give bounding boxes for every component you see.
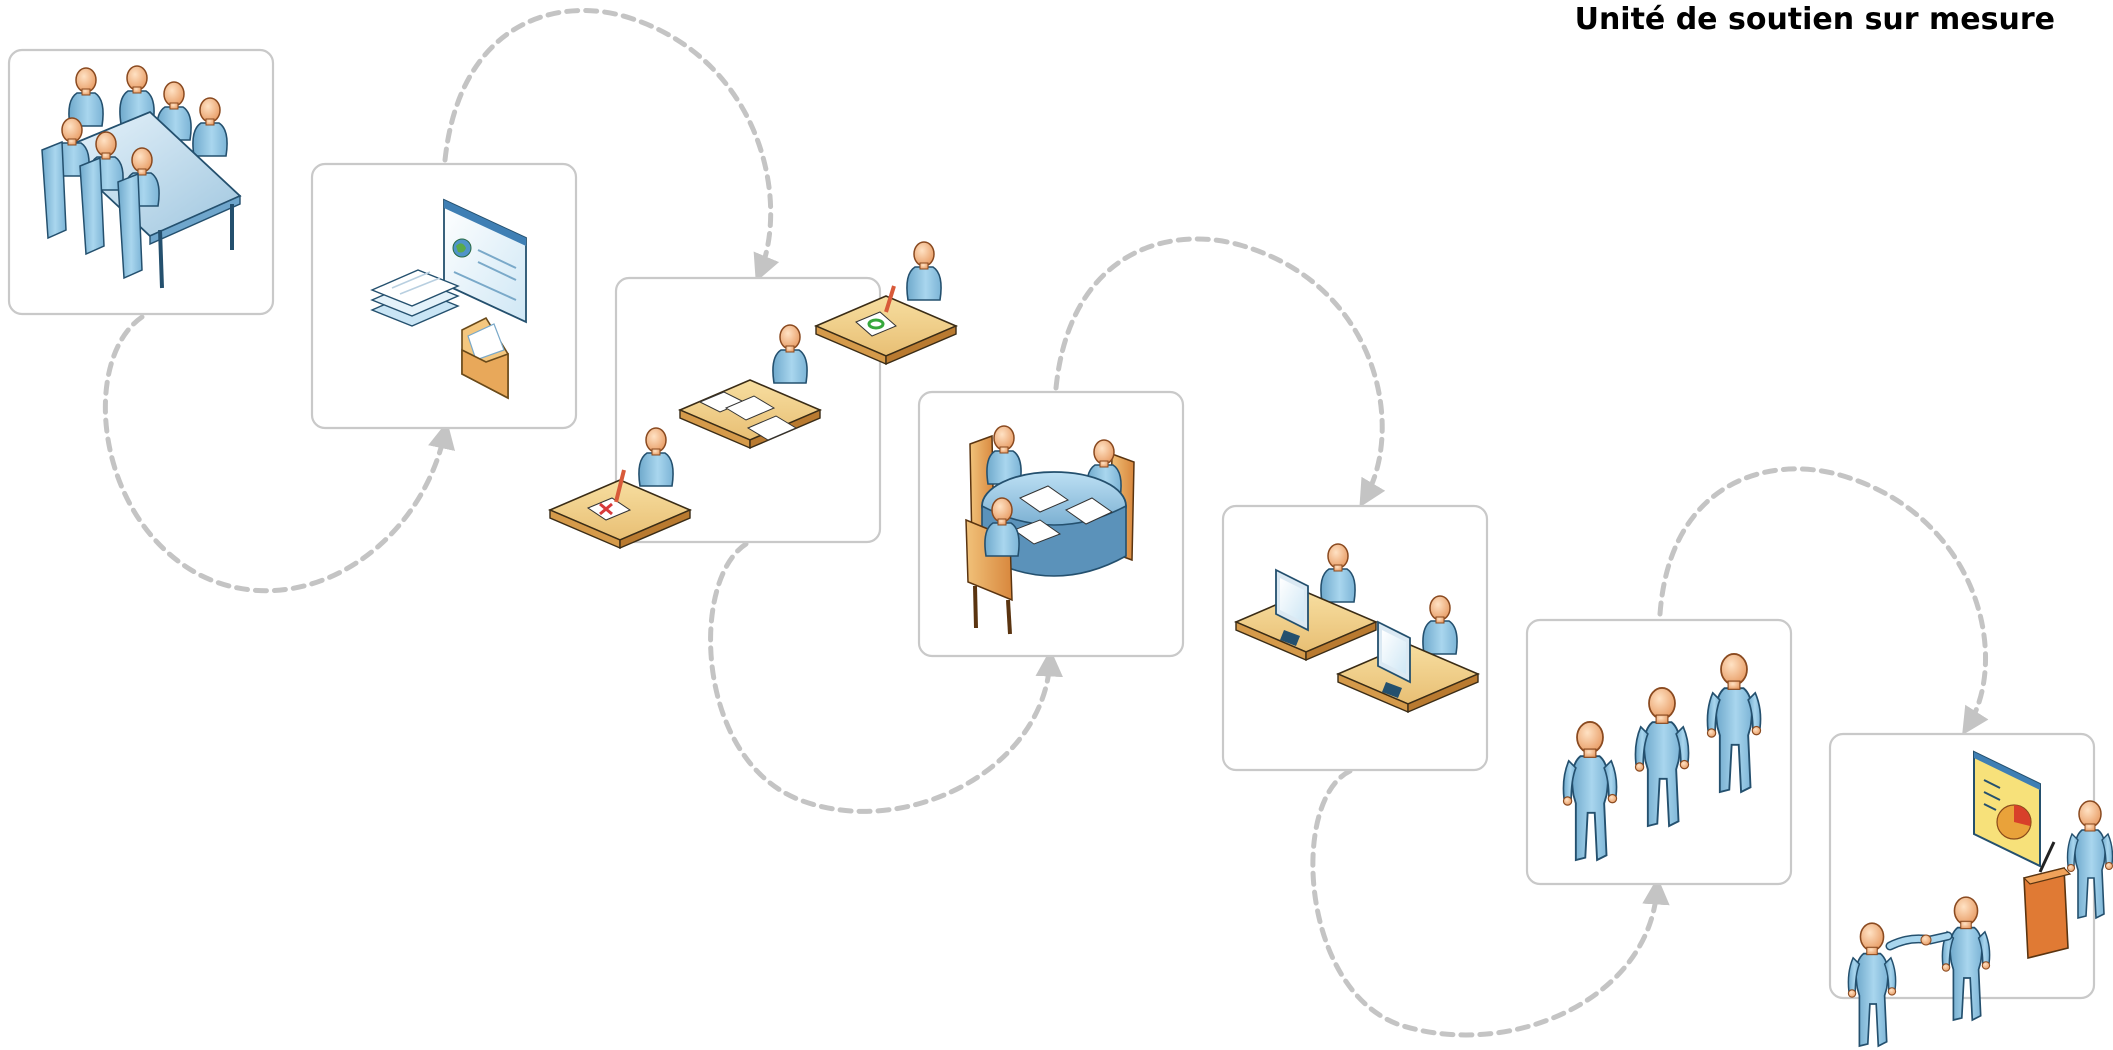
connector-arrow bbox=[1657, 466, 1989, 736]
connector-arrow bbox=[442, 8, 780, 283]
presentation-and-handshake-icon bbox=[1847, 750, 2113, 1047]
round-table-discussion-icon bbox=[965, 425, 1135, 635]
connector-arrow bbox=[102, 314, 456, 594]
group-meeting-at-table-icon bbox=[41, 65, 242, 289]
page-title: Unité de soutien sur mesure bbox=[1574, 2, 2055, 37]
connector-arrow bbox=[1310, 768, 1670, 1038]
connector-arrows bbox=[102, 8, 1989, 1038]
documents-web-page-and-envelope-icon bbox=[370, 198, 527, 400]
people-at-computer-desks-icon bbox=[1235, 543, 1479, 713]
connector-arrow bbox=[708, 541, 1063, 814]
connector-arrow bbox=[1053, 236, 1386, 508]
people-writing-at-desks-icon bbox=[549, 241, 957, 549]
